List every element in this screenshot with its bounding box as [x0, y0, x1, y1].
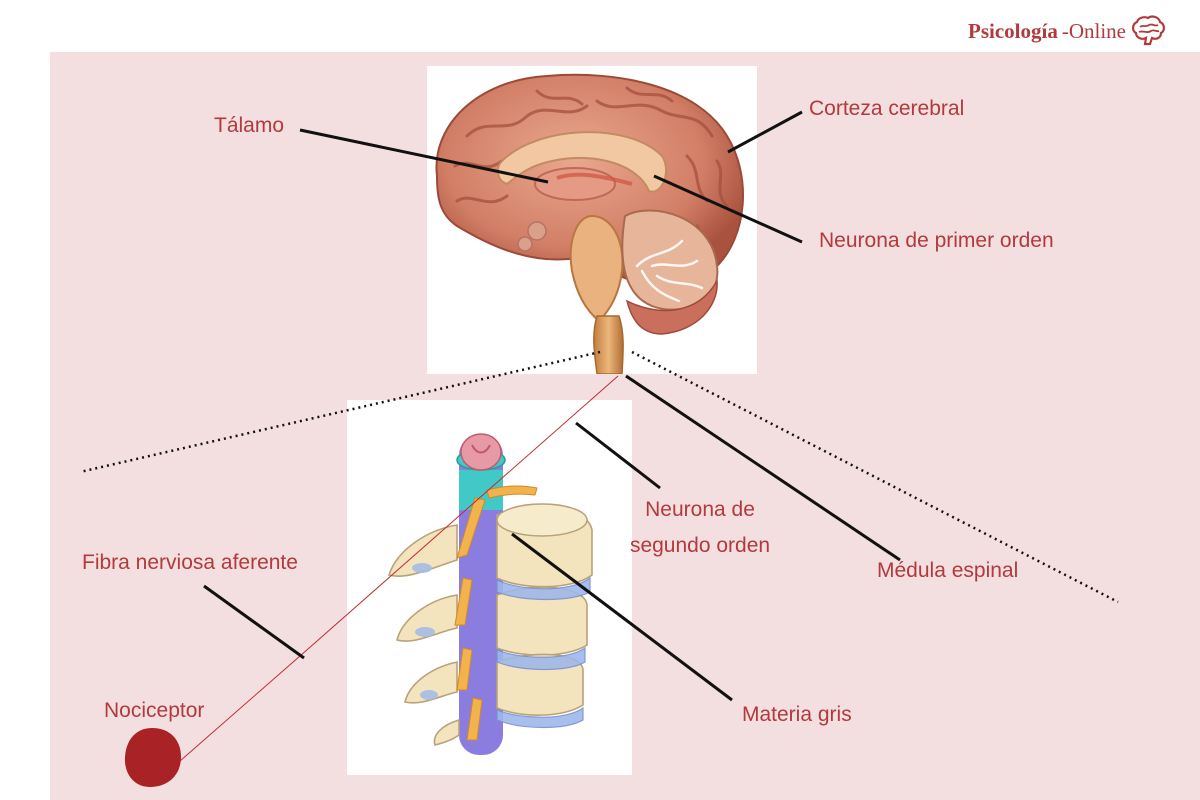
label-materia-gris: Materia gris: [742, 703, 852, 726]
label-nociceptor: Nociceptor: [104, 699, 205, 722]
label-talamo: Tálamo: [214, 114, 285, 137]
brain-image: [427, 66, 757, 375]
nerve-fiber: [299, 375, 619, 657]
label-fibra-nerviosa-aferente: Fibra nerviosa aferente: [82, 551, 298, 574]
nerve-fiber-to-nociceptor: [171, 655, 301, 769]
corteza-leader: [727, 110, 803, 154]
neurona-primer-orden-leader: [653, 174, 803, 244]
label-neurona-segundo-orden: Neurona de segundo orden: [610, 497, 790, 559]
label-neurona-primer-orden: Neurona de primer orden: [819, 229, 1054, 252]
label-neurona-segundo-orden-line1: Neurona de: [645, 498, 755, 521]
fibra-leader: [203, 584, 305, 660]
talamo-leader: [299, 128, 549, 184]
brand-name-light: -Online: [1061, 18, 1126, 43]
zoom-line-right: [631, 350, 1119, 604]
brand-name-strong: Psicología: [968, 18, 1058, 43]
brand-logo: Psicología-Online: [968, 14, 1166, 48]
nociceptor-shape: [124, 728, 181, 787]
label-neurona-segundo-orden-line2: segundo orden: [629, 534, 771, 557]
brain-icon: [1132, 15, 1165, 46]
materia-gris-leader: [511, 532, 733, 702]
label-corteza-cerebral: Corteza cerebral: [809, 97, 965, 120]
neurona-segundo-orden-leader: [575, 421, 661, 490]
medula-leader: [625, 374, 901, 562]
label-medula-espinal: Médula espinal: [877, 559, 1019, 582]
brain-illustration: [435, 73, 744, 375]
zoom-line-left: [79, 350, 601, 474]
